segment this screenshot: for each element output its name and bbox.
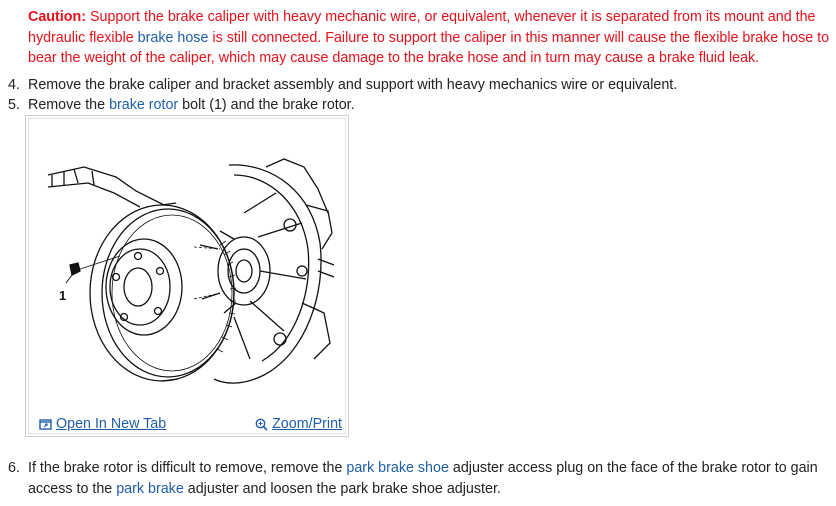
step-text-1: Remove the (28, 97, 110, 113)
step-text-2: bolt (1) and the brake rotor. (178, 97, 355, 113)
step-4: 4. Remove the brake caliper and bracket a… (8, 75, 677, 95)
step-text-3: adjuster and loosen the park brake shoe … (183, 481, 501, 497)
caution-label: Caution: (28, 9, 86, 25)
callout-1: 1 (59, 288, 67, 303)
step-text: Remove the brake caliper and bracket ass… (28, 77, 678, 93)
brake-rotor-illustration[interactable] (44, 153, 334, 413)
open-in-new-tab-label: Open In New Tab (56, 416, 167, 432)
brake-hose-link[interactable]: brake hose (137, 29, 209, 46)
step-6: 6. If the brake rotor is difficult to re… (8, 458, 828, 500)
step-number: 5. (8, 97, 20, 113)
open-in-new-tab-button[interactable]: Open In New Tab (39, 416, 166, 432)
open-in-new-tab-icon (39, 418, 52, 430)
step-text-1: If the brake rotor is difficult to remov… (28, 460, 347, 476)
zoom-print-button[interactable]: Zoom/Print (255, 416, 342, 432)
figure-frame (28, 118, 346, 434)
caution-text-1: Support the brake caliper with heavy mec… (28, 9, 816, 46)
step-text-2: adjuster access plug on the face of the … (28, 460, 818, 497)
step-text: If the brake rotor is difficult to remov… (8, 458, 828, 500)
park-brake-shoe-link[interactable]: park brake shoe (346, 460, 449, 476)
step-5: 5. Remove the brake rotor bolt (1) and th… (8, 95, 355, 115)
step-number: 4. (8, 77, 20, 93)
step-number: 6. (8, 460, 20, 476)
caution-text-2: is still connected. Failure to support t… (28, 29, 830, 67)
brake-rotor-link[interactable]: brake rotor (109, 97, 179, 113)
caution-note: Caution: Support the brake caliper with … (28, 7, 830, 69)
zoom-print-label: Zoom/Print (272, 416, 342, 432)
park-brake-link[interactable]: park brake (116, 481, 184, 497)
figure-brake-rotor: 1 Open In New Tab Zoom/Print (25, 115, 349, 437)
magnifier-icon (255, 418, 268, 431)
